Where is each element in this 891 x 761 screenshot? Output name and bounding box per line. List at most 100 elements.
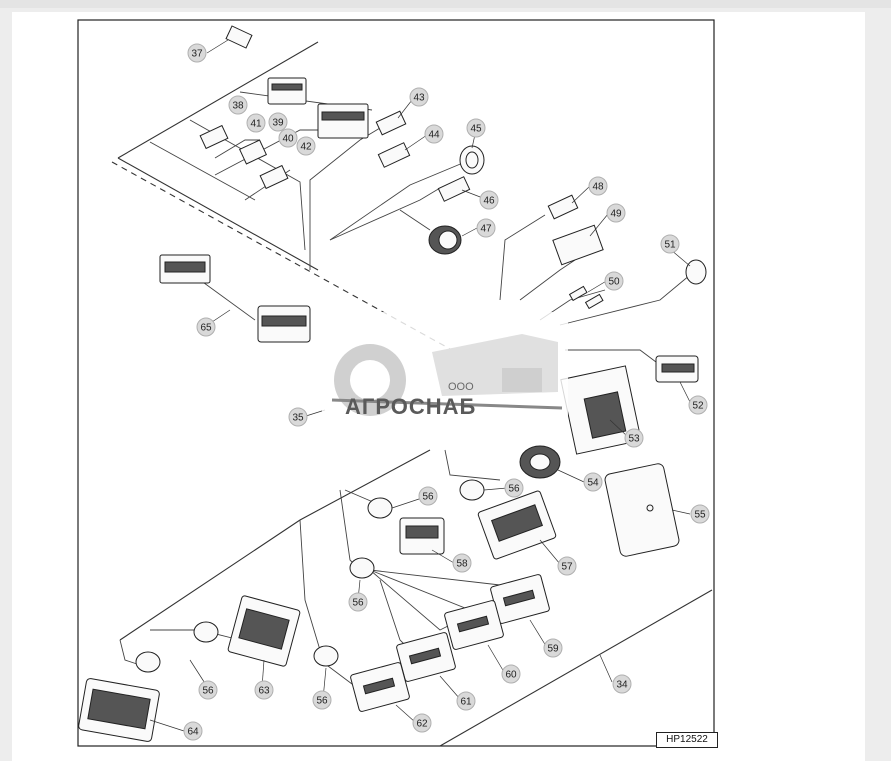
callout-54: 54 xyxy=(583,472,603,492)
callout-52: 52 xyxy=(688,395,708,415)
connector-48 xyxy=(547,194,579,220)
wire xyxy=(399,209,431,231)
callout-number: 63 xyxy=(258,686,270,697)
callout-number: 47 xyxy=(480,224,492,235)
callout-number: 58 xyxy=(456,559,468,570)
callout-46: 46 xyxy=(479,190,499,210)
callout-number: 61 xyxy=(460,697,472,708)
connector-65-a xyxy=(159,254,211,284)
callout-number: 42 xyxy=(300,142,312,153)
wire xyxy=(149,141,256,201)
harness-dashed-line xyxy=(111,161,471,361)
grommet-56-b xyxy=(459,479,485,501)
grommet-56-c xyxy=(349,557,375,579)
connector-62 xyxy=(350,662,410,712)
grommet-56-a xyxy=(367,497,393,519)
callout-58: 58 xyxy=(452,553,472,573)
callout-40: 40 xyxy=(278,128,298,148)
watermark-prefix: ООО xyxy=(448,381,474,393)
callout-number: 56 xyxy=(508,484,520,495)
callout-number: 53 xyxy=(628,434,640,445)
wire xyxy=(214,139,260,159)
connector-59 xyxy=(490,574,550,624)
connector-37 xyxy=(225,25,253,49)
wire xyxy=(444,449,501,481)
callout-number: 52 xyxy=(692,401,704,412)
callout-number: 37 xyxy=(191,49,203,60)
connector-41 xyxy=(267,77,307,105)
callout-number: 54 xyxy=(587,478,599,489)
callout-number: 56 xyxy=(316,696,328,707)
callout-45: 45 xyxy=(466,118,486,138)
callout-number: 59 xyxy=(547,644,559,655)
callout-number: 56 xyxy=(422,492,434,503)
harness-line xyxy=(117,41,319,159)
callout-41: 41 xyxy=(246,113,266,133)
wire xyxy=(329,159,471,241)
callout-38: 38 xyxy=(228,95,248,115)
callout-number: 34 xyxy=(616,680,628,691)
wire xyxy=(559,274,691,326)
callout-number: 56 xyxy=(352,598,364,609)
callout-number: 56 xyxy=(202,686,214,697)
callout-number: 40 xyxy=(282,134,294,145)
connector-42 xyxy=(317,103,369,139)
callout-34: 34 xyxy=(612,674,632,694)
connector-65-b xyxy=(257,305,311,343)
callout-61: 61 xyxy=(456,691,476,711)
callout-43: 43 xyxy=(409,87,429,107)
callout-49: 49 xyxy=(606,203,626,223)
watermark-text: АГРОСНАБ xyxy=(345,394,477,419)
callout-number: 57 xyxy=(561,562,573,573)
callout-35: 35 xyxy=(288,407,308,427)
wire xyxy=(565,349,661,366)
callout-number: 65 xyxy=(200,323,212,334)
callout-number: 39 xyxy=(272,118,284,129)
connector-60 xyxy=(444,600,504,650)
callout-number: 60 xyxy=(505,670,517,681)
callout-63: 63 xyxy=(254,680,274,700)
connector-58 xyxy=(399,517,445,555)
grommet-56-e xyxy=(135,651,161,673)
callout-number: 38 xyxy=(232,101,244,112)
callout-56-e: 56 xyxy=(312,690,332,710)
callout-44: 44 xyxy=(424,124,444,144)
callout-42: 42 xyxy=(296,136,316,156)
callout-64: 64 xyxy=(183,721,203,741)
callout-number: 62 xyxy=(416,719,428,730)
callout-number: 41 xyxy=(250,119,262,130)
callout-number: 48 xyxy=(592,182,604,193)
leader-lines xyxy=(149,39,691,732)
callout-48: 48 xyxy=(588,176,608,196)
wire xyxy=(189,119,306,251)
connector-52 xyxy=(655,355,699,383)
callout-56-b: 56 xyxy=(504,478,524,498)
callout-56-d: 56 xyxy=(198,680,218,700)
callout-56-a: 56 xyxy=(418,486,438,506)
callout-56-c: 56 xyxy=(348,592,368,612)
connector-63 xyxy=(227,595,301,667)
harness-line xyxy=(439,589,713,747)
callout-65: 65 xyxy=(196,317,216,337)
callout-number: 50 xyxy=(608,277,620,288)
callout-57: 57 xyxy=(557,556,577,576)
callout-47: 47 xyxy=(476,218,496,238)
reference-code: HP12522 xyxy=(656,732,718,748)
wire xyxy=(369,569,451,631)
callout-number: 51 xyxy=(664,240,676,251)
connector-61 xyxy=(396,632,456,682)
grommet-51 xyxy=(685,259,707,285)
callout-60: 60 xyxy=(501,664,521,684)
top-strip xyxy=(0,0,891,8)
connector-39 xyxy=(238,139,268,165)
wire xyxy=(329,187,441,241)
connector-57 xyxy=(477,490,557,560)
connector-64 xyxy=(78,678,160,742)
connector-46 xyxy=(437,176,471,202)
wire xyxy=(119,639,141,666)
callout-62: 62 xyxy=(412,713,432,733)
connector-40 xyxy=(259,164,289,190)
connector-54 xyxy=(519,445,561,479)
module-53 xyxy=(560,365,642,455)
